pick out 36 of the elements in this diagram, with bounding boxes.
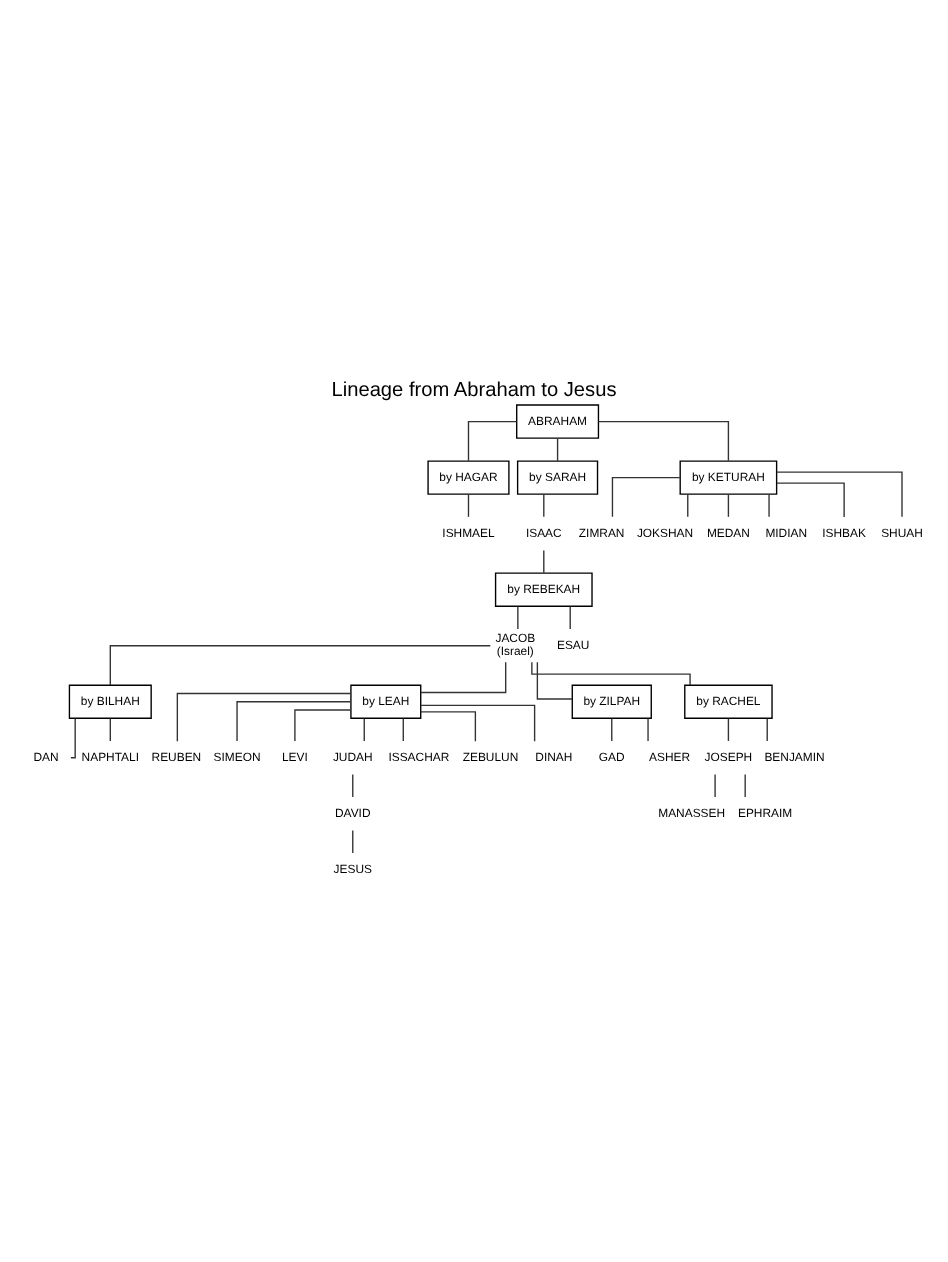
connector [611,476,681,518]
connector [402,717,404,742]
connector [176,692,352,742]
connector [536,661,573,700]
connector [776,482,845,518]
connector [420,704,536,742]
connector [611,717,613,742]
connector [363,717,365,742]
connector [467,420,518,462]
connector [744,773,746,798]
connector [70,717,76,759]
connector [766,717,768,742]
connector [517,605,519,630]
connector [597,420,730,462]
connector [714,773,716,798]
connector [543,549,545,574]
diagram-title: Lineage from Abraham to Jesus [331,379,617,402]
connector [647,717,649,742]
connector [352,829,354,854]
connector [569,605,571,630]
connector [467,493,470,518]
connector [543,493,545,518]
connector [531,661,691,686]
connector [727,717,730,742]
connector [352,773,354,798]
connector [768,493,770,518]
connector [687,493,689,518]
connector [109,645,491,686]
connector [294,709,352,742]
connector [420,661,507,694]
connector [776,471,903,518]
connector [420,711,477,742]
connector [556,437,559,462]
connector [109,717,111,742]
connector [727,493,730,518]
connector [236,701,352,742]
